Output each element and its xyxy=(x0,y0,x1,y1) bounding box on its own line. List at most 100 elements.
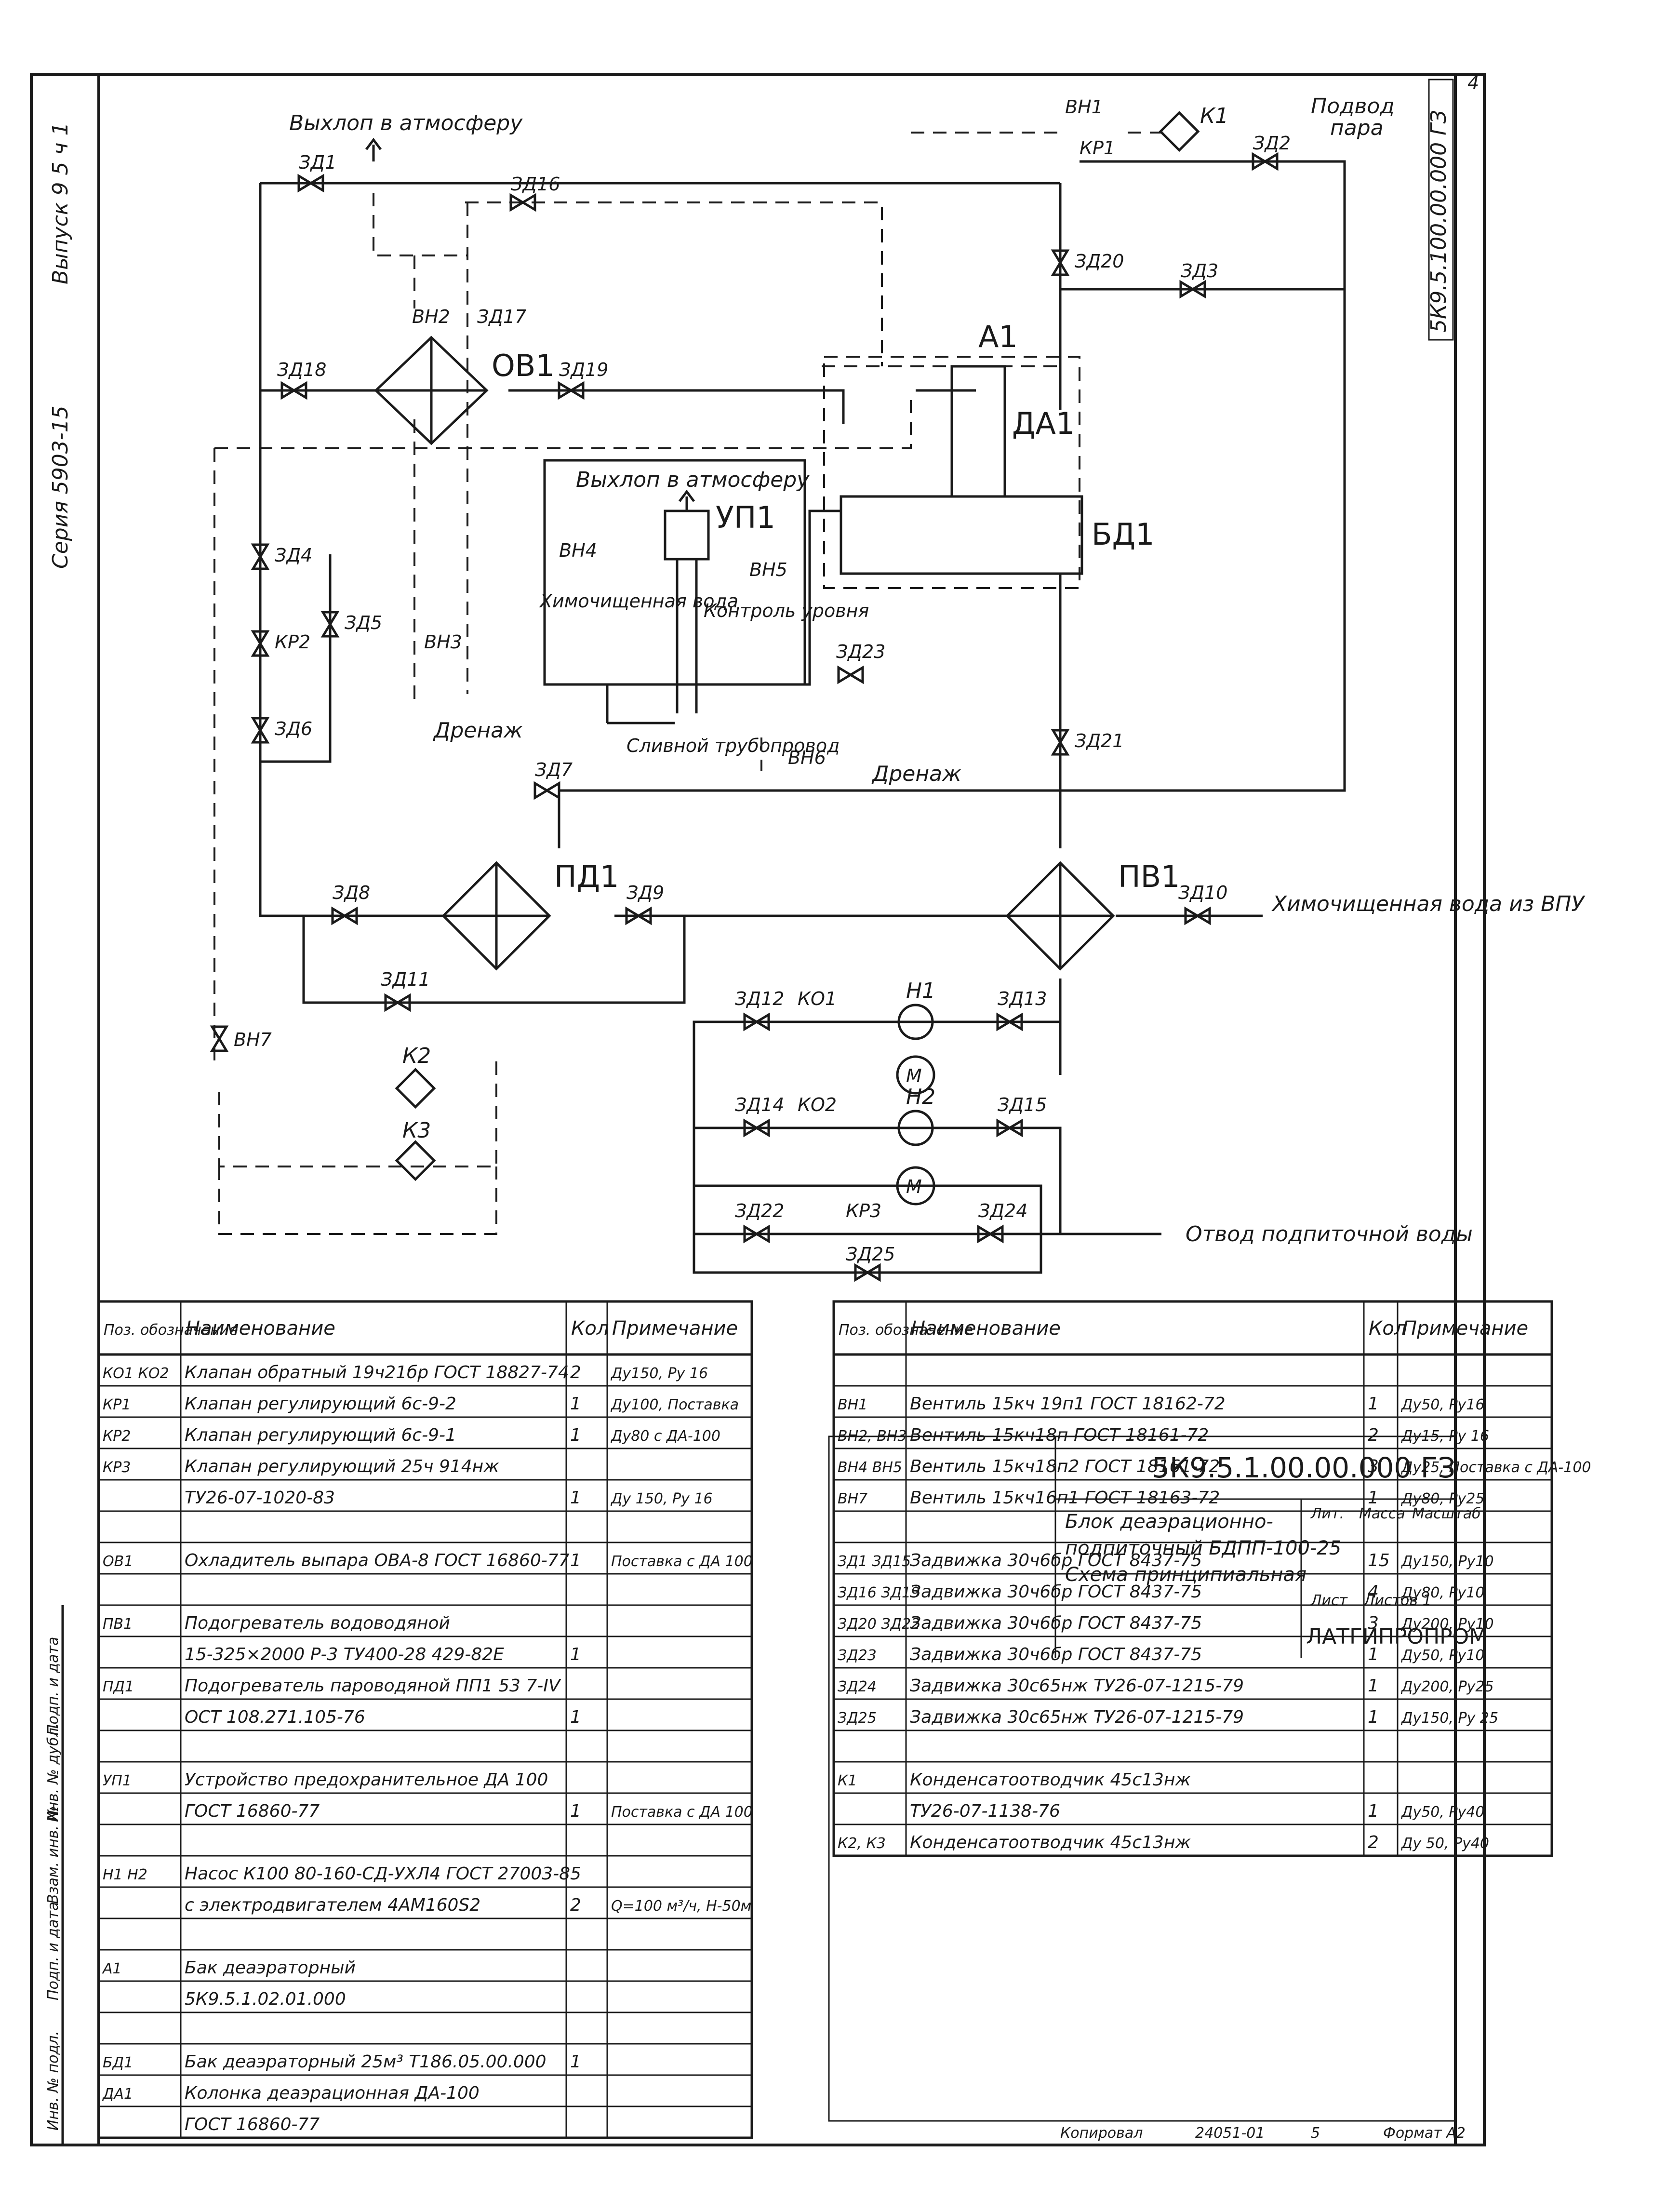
table-header: Поз. обозначение xyxy=(104,1322,238,1339)
table-cell: 1 xyxy=(570,1801,581,1821)
table-cell: Клапан регулирующий 25ч 914нж xyxy=(185,1457,499,1476)
table-cell: Ду200, Ру25 xyxy=(1400,1678,1494,1695)
drain-mid-label: Дренаж xyxy=(871,762,961,786)
table-cell: Подогреватель пароводяной ПП1 53 7-IV xyxy=(185,1676,561,1696)
svg-text:ЗД24: ЗД24 xyxy=(978,1200,1027,1221)
bd1-tank xyxy=(840,495,1083,575)
table-cell: ЗД16 ЗД19 xyxy=(838,1584,920,1601)
side-vypusk: Выпуск 9 5 ч 1 xyxy=(48,122,73,284)
flow-labels: Выхлоп в атмосферу Подвод пара Дренаж Др… xyxy=(289,94,1586,1247)
svg-text:ВН7: ВН7 xyxy=(234,1029,272,1050)
h2-label: Н2 xyxy=(906,1085,935,1109)
valve-labels: ЗД1 ЗД16 ЗД2 ЗД3 ЗД20 ЗД18 ЗД19 ВН2 ЗД17… xyxy=(234,96,1291,1265)
table-cell: Ду50, Ру10 xyxy=(1400,1647,1484,1664)
table-cell: Ду50, Ру40 xyxy=(1400,1804,1484,1821)
m2-label: М xyxy=(906,1176,922,1197)
level-control-label: Контроль уровня xyxy=(704,600,869,621)
svg-text:ЗД25: ЗД25 xyxy=(846,1244,895,1265)
side-stamp-label: Инв. № дубл. xyxy=(45,1723,62,1822)
steam-traps: К1 К2 К3 xyxy=(395,104,1228,1181)
pv1-heater: ПВ1 xyxy=(1005,859,1180,971)
table-cell: Ду 50, Ру40 xyxy=(1400,1835,1489,1852)
table-cell: Задвижка 30с65нж ТУ26-07-1215-79 xyxy=(910,1707,1244,1727)
table-header: Кол xyxy=(571,1317,609,1340)
table-cell: УП1 xyxy=(103,1772,132,1789)
svg-text:ЗД3: ЗД3 xyxy=(1181,260,1218,282)
steam-supply-label-1: Подвод xyxy=(1311,94,1395,119)
table-cell: Q=100 м³/ч, Н-50м xyxy=(611,1898,751,1915)
table-cell: Поставка с ДА 100 xyxy=(611,1553,753,1570)
up1-safety-box: Выхлоп в атмосферу УП1 Химочищенная вода… xyxy=(539,459,869,713)
table-cell: ПД1 xyxy=(103,1678,134,1695)
svg-text:Лит.: Лит. xyxy=(1310,1505,1344,1522)
table-cell: ДА1 xyxy=(102,2086,133,2103)
table-cell: Клапан обратный 19ч21бр ГОСТ 18827-74 xyxy=(185,1363,569,1382)
side-stamp-label: Инв. № подл. xyxy=(45,2031,62,2131)
table-cell: ВН4 ВН5 xyxy=(838,1459,902,1476)
svg-text:ЗД17: ЗД17 xyxy=(477,306,526,327)
svg-text:ЗД8: ЗД8 xyxy=(333,882,370,903)
title-code: 5К9.5.1.00.00.000 ГЗ xyxy=(1152,1451,1455,1484)
drain-pipe-label: Сливной трубопровод xyxy=(627,735,840,756)
table-cell: 1 xyxy=(570,1551,581,1570)
svg-text:ВН4: ВН4 xyxy=(559,540,597,561)
table-cell: Ду150, Ру10 xyxy=(1400,1553,1494,1570)
table-cell: Бак деаэраторный xyxy=(185,1958,356,1978)
table-cell: ЗД20 ЗД22 xyxy=(838,1616,920,1633)
table-cell: Конденсатоотводчик 45с13нж xyxy=(910,1833,1191,1852)
table-cell: Ду 150, Ру 16 xyxy=(610,1490,713,1507)
side-stamp-label: Подп. и дата xyxy=(45,1637,62,1735)
svg-text:24051-01: 24051-01 xyxy=(1195,2125,1265,2142)
m1-label: М xyxy=(906,1065,922,1086)
code-vertical-box xyxy=(1428,79,1454,341)
table-cell: 1 xyxy=(570,1645,581,1664)
svg-text:ЗД15: ЗД15 xyxy=(998,1094,1047,1115)
makeup-outlet-label: Отвод подпиточной воды xyxy=(1186,1222,1473,1247)
table-cell: Вентиль 15кч18п2 ГОСТ 18161-72 xyxy=(910,1457,1220,1476)
table-cell: Вентиль 15кч18п ГОСТ 18161-72 xyxy=(910,1425,1209,1445)
svg-text:ВН3: ВН3 xyxy=(424,631,462,653)
table-cell: ТУ26-07-1138-76 xyxy=(910,1801,1060,1821)
a1-label: А1 xyxy=(978,319,1018,354)
table-cell: Вентиль 15кч16п1 ГОСТ 18163-72 xyxy=(910,1488,1220,1508)
table-cell: Н1 Н2 xyxy=(103,1866,147,1883)
svg-text:КР1: КР1 xyxy=(1080,137,1115,159)
svg-text:ВН1: ВН1 xyxy=(1065,96,1103,118)
table-cell: 2 xyxy=(1368,1833,1379,1852)
table-cell: Поставка с ДА 100 xyxy=(611,1804,753,1821)
svg-text:Масштаб: Масштаб xyxy=(1412,1505,1481,1522)
table-cell: ЗД24 xyxy=(838,1678,877,1695)
table-cell: 2 xyxy=(570,1363,581,1382)
table-cell: К1 xyxy=(838,1772,857,1789)
steam-supply-label-2: пара xyxy=(1330,116,1384,140)
svg-text:Масса: Масса xyxy=(1359,1505,1405,1522)
drain-left-label: Дренаж xyxy=(433,718,523,743)
ov1-cooler: ОВ1 xyxy=(374,335,555,445)
table-cell: 15 xyxy=(1368,1551,1390,1570)
title-block: 5К9.5.1.00.00.000 ГЗ Блок деаэрационно- … xyxy=(828,1435,1487,2142)
da1-column xyxy=(950,365,1006,498)
table-cell: К2, К3 xyxy=(838,1835,886,1852)
table-cell: Колонка деаэрационная ДА-100 xyxy=(185,2083,480,2103)
k3-label: К3 xyxy=(402,1118,431,1143)
exhaust-top-label: Выхлоп в атмосферу xyxy=(289,111,523,135)
bd1-label: БД1 xyxy=(1092,517,1154,552)
page-number: 4 xyxy=(1467,72,1479,94)
table-cell: Клапан регулирующий 6с-9-1 xyxy=(185,1425,456,1445)
drain-lines xyxy=(213,132,1166,1235)
table-cell: ГОСТ 16860-77 xyxy=(185,1801,320,1821)
table-cell: Ду80 с ДА-100 xyxy=(610,1428,720,1445)
table-cell: КР2 xyxy=(103,1428,131,1445)
table-cell: Ду150, Ру 25 xyxy=(1400,1710,1498,1727)
chem-water-vpu-label: Химочищенная вода из ВПУ xyxy=(1271,892,1586,916)
table-cell: 2 xyxy=(570,1895,581,1915)
table-cell: Насос К100 80-160-СД-УХЛ4 ГОСТ 27003-85 xyxy=(185,1864,581,1884)
svg-text:ЗД12: ЗД12 xyxy=(735,988,784,1009)
svg-text:ЗД1: ЗД1 xyxy=(299,152,336,173)
table-cell: Вентиль 15кч 19п1 ГОСТ 18162-72 xyxy=(910,1394,1226,1414)
svg-text:ВН6: ВН6 xyxy=(788,747,826,768)
table-cell: КО1 КО2 xyxy=(103,1365,169,1382)
svg-text:Листов 1: Листов 1 xyxy=(1363,1592,1432,1609)
